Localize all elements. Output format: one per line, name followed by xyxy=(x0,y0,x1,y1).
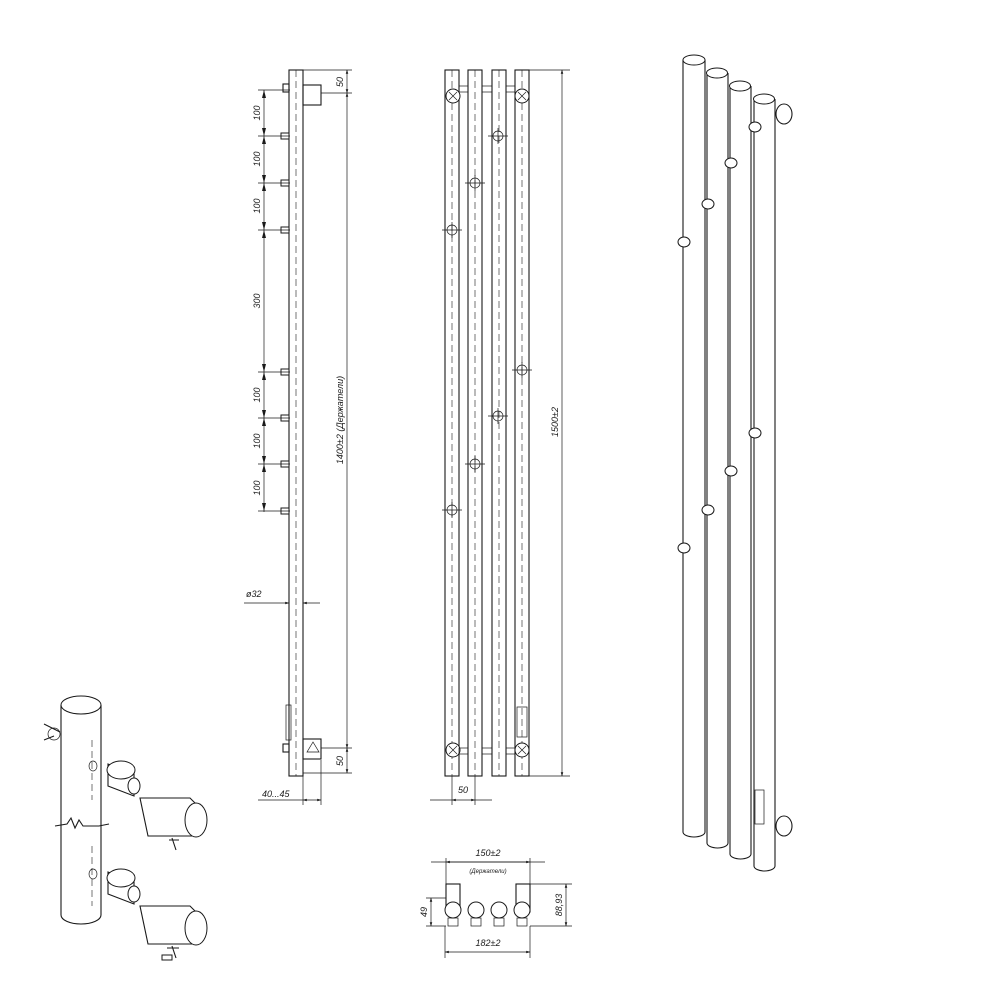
total-width-label: 182±2 xyxy=(476,938,501,948)
holder-length-label: 1400±2 (Держатели) xyxy=(335,376,345,464)
spacing-label: 100 xyxy=(252,387,262,402)
depth-49-label: 49 xyxy=(419,907,429,917)
spacing-label: 300 xyxy=(252,293,262,308)
top-wall-bracket xyxy=(302,84,322,106)
front-view: 1500±2 50 xyxy=(430,69,570,805)
holder-span-label: 150±2 xyxy=(476,848,501,858)
bottom-wall-bracket xyxy=(302,738,322,760)
front-label-plate xyxy=(516,706,528,738)
iso-tube xyxy=(753,93,776,872)
wall-offset-label: 40...45 xyxy=(262,789,291,799)
front-holders xyxy=(445,85,530,758)
bottom-offset-label: 50 xyxy=(335,756,345,766)
spacing-label: 100 xyxy=(252,433,262,448)
iso-tube xyxy=(682,54,706,838)
spacing-label: 100 xyxy=(252,105,262,120)
isometric-view xyxy=(677,54,793,872)
spacing-label: 100 xyxy=(252,198,262,213)
spacing-label: 100 xyxy=(252,480,262,495)
mount-detail xyxy=(43,695,208,961)
tube-spacing-label: 50 xyxy=(458,785,468,795)
side-hook-pins xyxy=(280,132,290,515)
spacing-label: 100 xyxy=(252,151,262,166)
iso-hooks xyxy=(677,121,762,554)
front-tubes xyxy=(444,69,530,777)
side-view: 100 100 100 300 100 100 100 50 1400±2 (Д… xyxy=(244,69,352,805)
total-height-label: 1500±2 xyxy=(550,407,560,437)
iso-label-plate xyxy=(754,789,765,825)
iso-tube xyxy=(706,67,729,849)
top-offset-label: 50 xyxy=(335,77,345,87)
diameter-label: ø32 xyxy=(246,589,262,599)
holder-note-label: (Держатели) xyxy=(469,869,506,875)
top-view: 150±2 (Держатели) 49 88,93 182±2 xyxy=(419,848,572,958)
front-hook-marks xyxy=(442,128,532,518)
depth-88-label: 88,93 xyxy=(554,894,564,917)
side-label-plate xyxy=(285,704,292,741)
